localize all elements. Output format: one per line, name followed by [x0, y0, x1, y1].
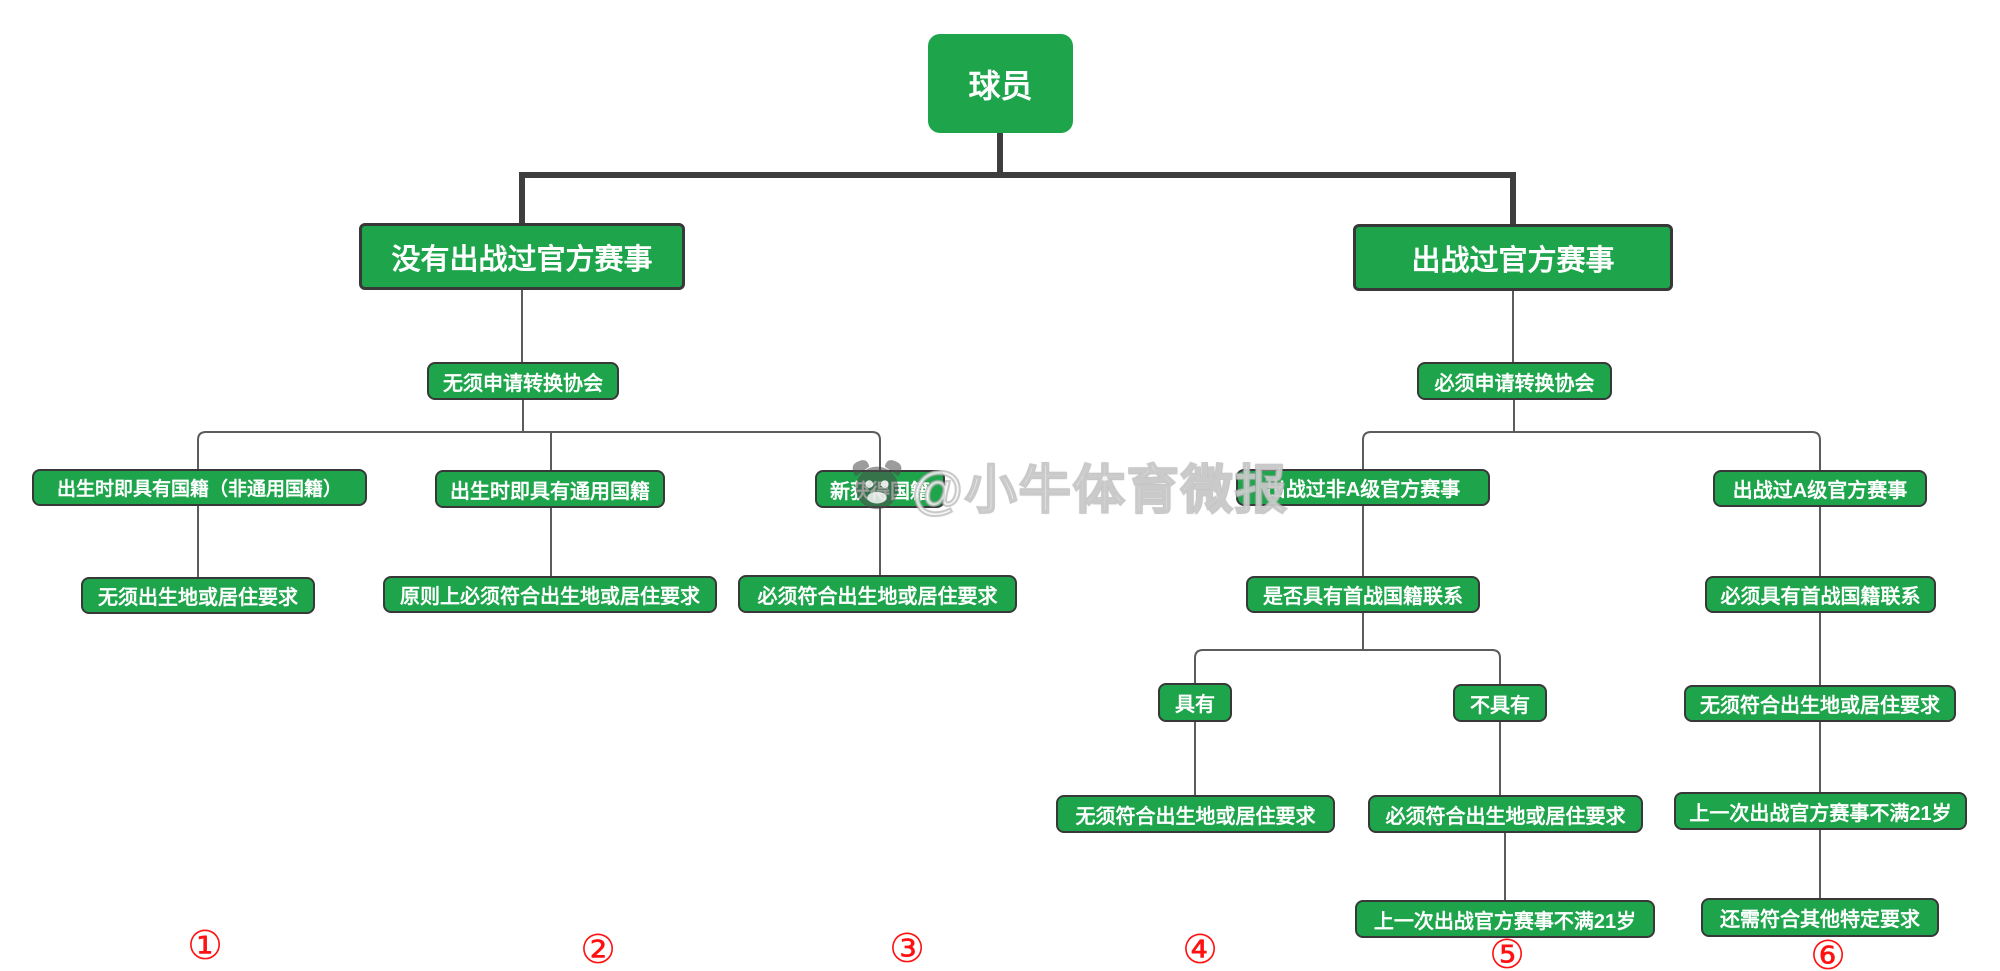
node-nationality-at-birth-universal: 出生时即具有通用国籍 — [435, 470, 665, 508]
node-a-level-last-official-match-under-21: 上一次出战官方赛事不满21岁 — [1674, 792, 1967, 830]
node-has-link-yes: 具有 — [1158, 683, 1232, 722]
node-has-first-match-nationality-link-question: 是否具有首战国籍联系 — [1246, 576, 1480, 613]
node-must-meet-birthplace-residence: 必须符合出生地或居住要求 — [738, 575, 1017, 613]
marker-2: ② — [580, 927, 616, 971]
branch-connectors — [197, 290, 1821, 900]
marker-4: ④ — [1182, 927, 1218, 971]
node-has-link-no: 不具有 — [1453, 684, 1547, 722]
node-no-must-meet-birthplace-residence: 必须符合出生地或居住要求 — [1368, 795, 1643, 833]
node-nationality-at-birth-non-universal: 出生时即具有国籍（非通用国籍） — [32, 469, 367, 506]
marker-5: ⑤ — [1489, 932, 1525, 971]
marker-1: ① — [187, 923, 223, 969]
node-played-official-matches: 出战过官方赛事 — [1353, 224, 1673, 291]
node-must-have-first-match-nationality-link: 必须具有首战国籍联系 — [1705, 576, 1936, 613]
marker-3: ③ — [889, 926, 925, 971]
node-association-switch-required: 必须申请转换协会 — [1417, 362, 1612, 400]
node-newly-acquired-nationality: 新获得国籍 — [815, 470, 945, 508]
node-no-association-switch-needed: 无须申请转换协会 — [427, 362, 619, 400]
node-player: 球员 — [928, 34, 1073, 133]
trunk-connector — [519, 133, 1516, 226]
node-in-principle-must-meet-birthplace-residence: 原则上必须符合出生地或居住要求 — [383, 576, 717, 613]
node-played-a-level-matches: 出战过A级官方赛事 — [1713, 470, 1927, 507]
node-last-official-match-under-21: 上一次出战官方赛事不满21岁 — [1355, 900, 1655, 938]
marker-6: ⑥ — [1810, 933, 1846, 971]
node-played-non-a-level-matches: 出战过非A级官方赛事 — [1236, 469, 1490, 506]
node-yes-no-birthplace-residence-requirement: 无须符合出生地或居住要求 — [1056, 795, 1335, 833]
node-no-official-matches: 没有出战过官方赛事 — [359, 223, 685, 290]
node-no-birthplace-residence-requirement: 无须出生地或居住要求 — [81, 577, 315, 614]
node-other-specific-requirements: 还需符合其他特定要求 — [1701, 898, 1939, 937]
node-a-level-no-birthplace-residence-requirement: 无须符合出生地或居住要求 — [1684, 685, 1956, 722]
